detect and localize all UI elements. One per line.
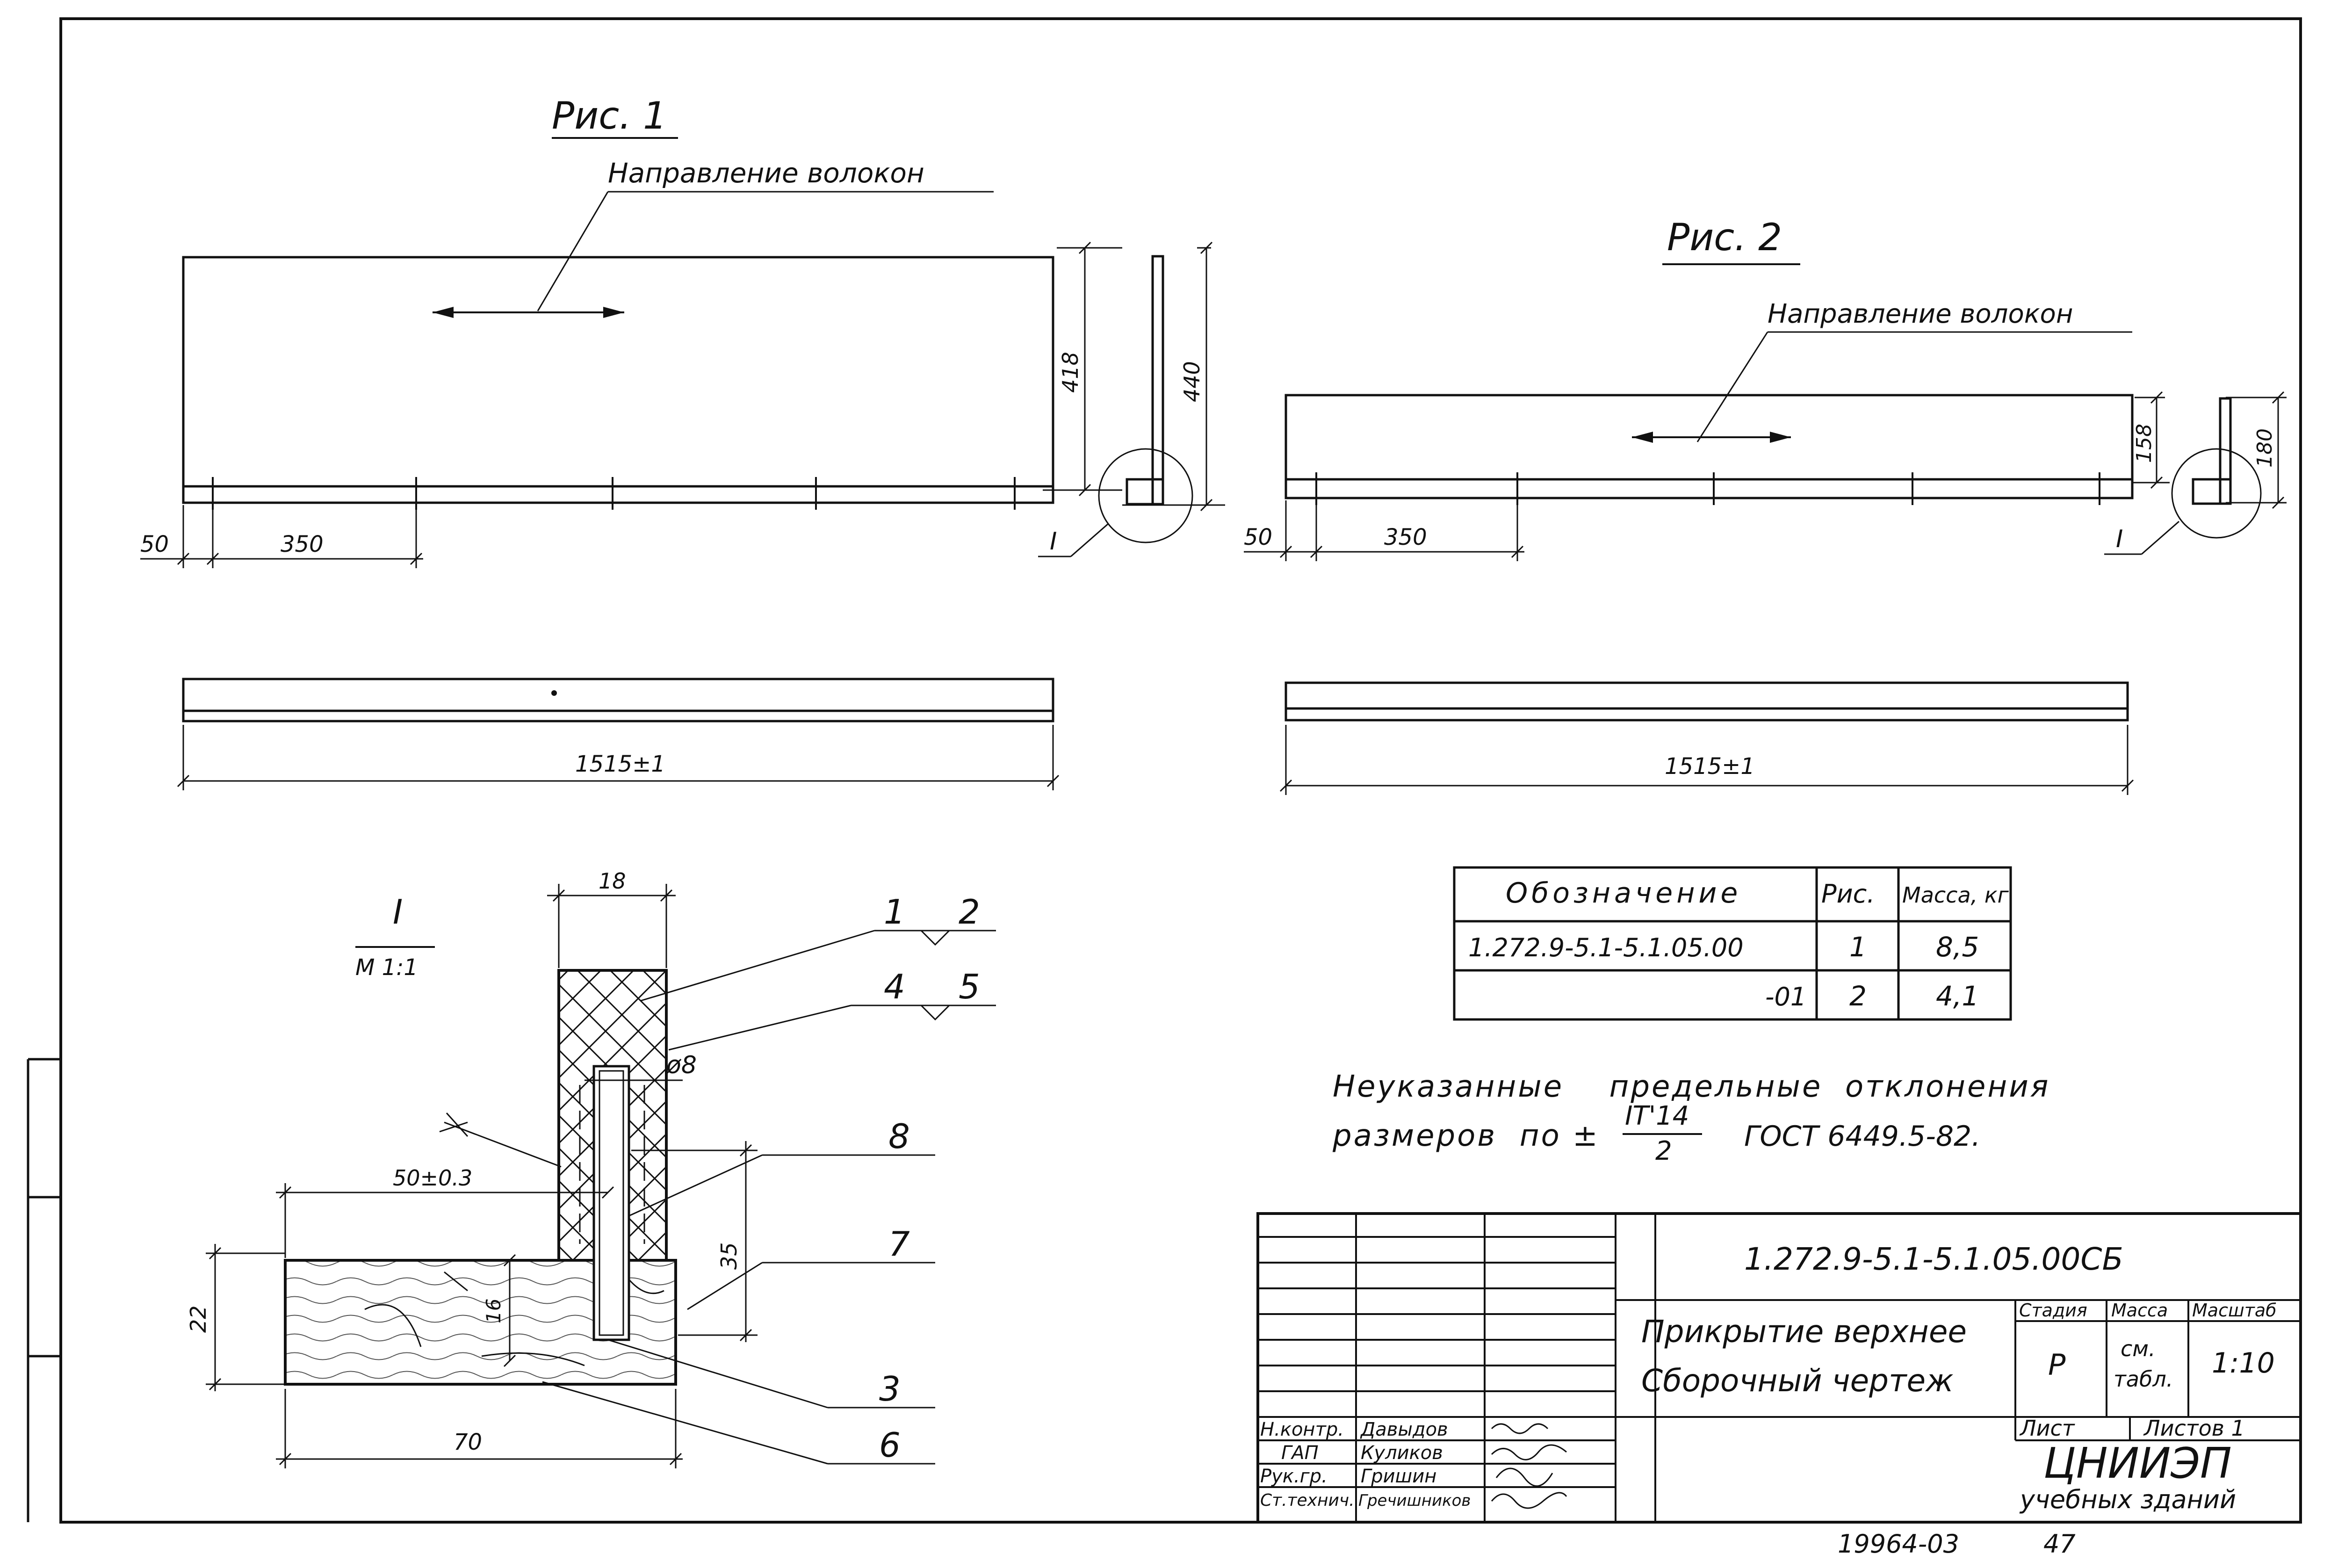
title-org-sub: учебных зданий bbox=[2019, 1485, 2236, 1514]
fig2-dim-length: 1515±1 bbox=[1665, 753, 1755, 780]
fig1-fiber-arrow bbox=[433, 307, 624, 318]
detail-dim-height: 22 bbox=[186, 1305, 211, 1333]
fig2-detail-circle bbox=[2171, 448, 2262, 539]
signer-name-1: Давыдов bbox=[1360, 1419, 1448, 1440]
fig2-dim-side bbox=[2132, 391, 2287, 509]
title-scale-label: Масштаб bbox=[2192, 1300, 2277, 1321]
fig1-detail-circle bbox=[1098, 448, 1193, 543]
spec-row2-designation: -01 bbox=[1765, 982, 1806, 1012]
fig2-dim-spacing: 350 bbox=[1384, 524, 1427, 550]
fig2-dim-total-height: 180 bbox=[2253, 428, 2277, 468]
fig2-panel bbox=[1284, 394, 2134, 499]
detail-dim-width: 18 bbox=[599, 868, 626, 894]
title-sheet-label: Лист bbox=[2019, 1416, 2075, 1441]
title-stage-value: Р bbox=[2048, 1348, 2066, 1382]
detail-title: I bbox=[393, 892, 403, 932]
tolerance-note: Неуказанные предельные отклонения размер… bbox=[1332, 1069, 2050, 1166]
signer-name-4: Гречишников bbox=[1358, 1491, 1471, 1510]
detail-scale: М 1:1 bbox=[355, 954, 418, 981]
callout-3: 3 bbox=[879, 1369, 901, 1409]
callout-7: 7 bbox=[888, 1224, 910, 1264]
detail-dim-length: 70 bbox=[454, 1429, 482, 1455]
title-name-line1: Прикрытие верхнее bbox=[1641, 1314, 1967, 1350]
note-line2-suffix: ГОСТ 6449.5-82. bbox=[1744, 1120, 1980, 1153]
detail-dim-inner: 16 bbox=[482, 1299, 505, 1323]
callout-6: 6 bbox=[879, 1425, 901, 1465]
fig2-dim-height: 158 bbox=[2132, 424, 2156, 463]
fig2-plan bbox=[1284, 681, 2129, 722]
figure-1: Рис. 1 Направление волокон bbox=[140, 94, 1225, 790]
detail-view: I М 1:1 18 bbox=[186, 868, 996, 1468]
fig2-fiber-label: Направление волокон bbox=[1768, 299, 2073, 329]
signer-role-3: Рук.гр. bbox=[1260, 1466, 1328, 1487]
note-line2-prefix: размеров по ± bbox=[1332, 1119, 1600, 1153]
fig1-dim-bottom bbox=[140, 505, 423, 568]
fig2-dim-bottom bbox=[1244, 500, 1524, 561]
note-line1: Неуказанные предельные отклонения bbox=[1333, 1069, 2050, 1104]
note-fraction-num: IT'14 bbox=[1625, 1101, 1689, 1131]
signer-name-2: Куликов bbox=[1361, 1442, 1443, 1464]
fig2-profile bbox=[2192, 397, 2232, 505]
spec-header-designation: Обозначение bbox=[1506, 877, 1741, 910]
title-mass-value-2: табл. bbox=[2114, 1366, 2173, 1392]
title-mass-value-1: см. bbox=[2121, 1336, 2156, 1361]
spec-row1-fig: 1 bbox=[1849, 931, 1867, 963]
spec-row1-mass: 8,5 bbox=[1936, 931, 1979, 963]
fig1-dim-height: 418 bbox=[1058, 352, 1083, 393]
callout-5: 5 bbox=[959, 967, 980, 1006]
title-doc-code: 1.272.9-5.1-5.1.05.00СБ bbox=[1744, 1241, 2123, 1277]
signer-name-3: Гришин bbox=[1361, 1466, 1436, 1487]
detail-dim-offset: 50±0.3 bbox=[393, 1165, 472, 1191]
fig1-dim-side bbox=[1043, 241, 1225, 512]
fig1-dim-length: 1515±1 bbox=[575, 751, 665, 777]
spec-row2-fig: 2 bbox=[1849, 980, 1867, 1012]
signer-role-4: Ст.технич. bbox=[1260, 1491, 1355, 1510]
signer-role-2: ГАП bbox=[1281, 1442, 1319, 1464]
fig1-panel bbox=[182, 256, 1054, 504]
spec-row1-designation: 1.272.9-5.1-5.1.05.00 bbox=[1468, 933, 1744, 962]
spec-header-fig: Рис. bbox=[1821, 879, 1875, 909]
callout-2: 2 bbox=[959, 892, 980, 932]
title-name-line2: Сборочный чертеж bbox=[1641, 1363, 1954, 1399]
fig1-plan bbox=[182, 678, 1054, 723]
fig1-dim-spacing: 350 bbox=[281, 531, 324, 557]
title-scale-value: 1:10 bbox=[2212, 1347, 2275, 1380]
detail-dim-depth: 35 bbox=[716, 1242, 742, 1270]
fig1-profile bbox=[1126, 255, 1164, 506]
signer-role-1: Н.контр. bbox=[1260, 1419, 1344, 1440]
fig1-dim-edge: 50 bbox=[140, 531, 169, 557]
detail-dim-screw-dia: ø8 bbox=[666, 1051, 697, 1079]
title-block: 1.272.9-5.1-5.1.05.00СБ Прикрытие верхне… bbox=[1256, 1212, 2302, 1524]
detail-callouts bbox=[542, 930, 996, 1465]
fig2-dim-edge: 50 bbox=[1244, 524, 1272, 550]
title-mass-label: Масса bbox=[2111, 1300, 2168, 1321]
sheet-frame bbox=[27, 17, 2302, 1524]
fig2-fiber-arrow bbox=[1632, 432, 1791, 443]
footer-archive-no: 19964-03 bbox=[1838, 1529, 1959, 1559]
title-org-name: ЦНИИЭП bbox=[2043, 1439, 2232, 1488]
title-stage-label: Стадия bbox=[2019, 1300, 2087, 1321]
note-fraction-den: 2 bbox=[1655, 1136, 1672, 1166]
fig1-title: Рис. 1 bbox=[552, 94, 667, 137]
footer-page-no: 47 bbox=[2043, 1529, 2076, 1559]
fig1-fiber-label: Направление волокон bbox=[608, 157, 924, 189]
figure-2: Рис. 2 Направление волокон 50 bbox=[1244, 216, 2287, 795]
callout-8: 8 bbox=[888, 1117, 910, 1156]
spec-table: Обозначение Рис. Масса, кг 1.272.9-5.1-5… bbox=[1453, 866, 2012, 1021]
fig1-dim-total-height: 440 bbox=[1179, 361, 1205, 402]
fig2-title: Рис. 2 bbox=[1667, 216, 1782, 259]
spec-header-mass: Масса, кг bbox=[1902, 882, 2009, 908]
signatures bbox=[1491, 1423, 1567, 1509]
fig1-detail-ref: I bbox=[1050, 527, 1057, 556]
callout-1: 1 bbox=[884, 892, 905, 932]
spec-row2-mass: 4,1 bbox=[1936, 980, 1979, 1012]
callout-4: 4 bbox=[884, 967, 905, 1006]
fig2-detail-ref: I bbox=[2116, 525, 2123, 553]
title-sheets-label: Листов 1 bbox=[2143, 1416, 2245, 1441]
